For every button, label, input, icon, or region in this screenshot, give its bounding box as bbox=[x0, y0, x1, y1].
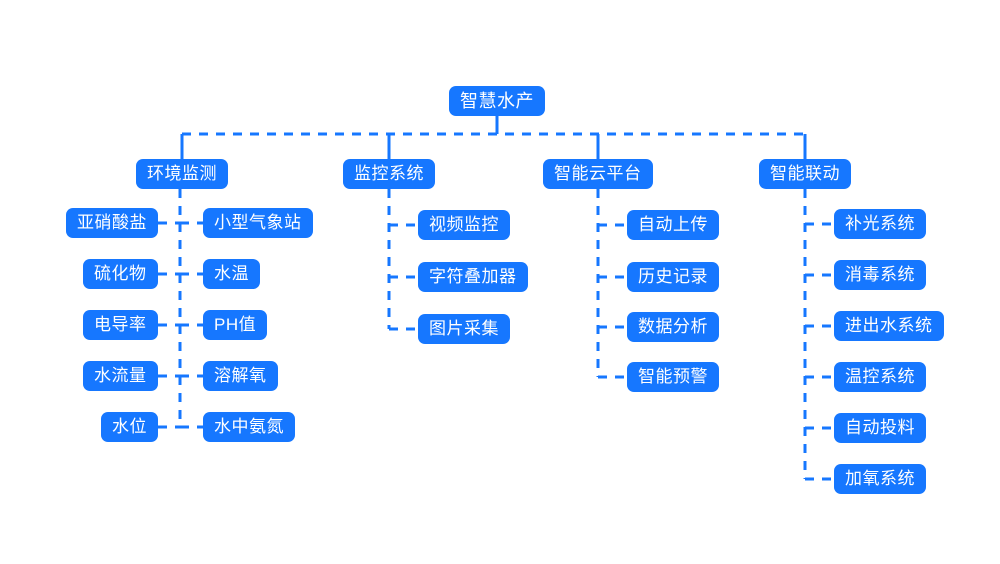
node-branch-0[interactable]: 环境监测 bbox=[136, 159, 228, 189]
node-leaf-0-R0[interactable]: 小型气象站 bbox=[203, 208, 313, 238]
node-leaf-3-0[interactable]: 补光系统 bbox=[834, 209, 926, 239]
node-leaf-3-5[interactable]: 加氧系统 bbox=[834, 464, 926, 494]
node-leaf-2-2[interactable]: 数据分析 bbox=[627, 312, 719, 342]
node-leaf-2-0[interactable]: 自动上传 bbox=[627, 210, 719, 240]
node-leaf-3-1[interactable]: 消毒系统 bbox=[834, 260, 926, 290]
node-branch-2[interactable]: 智能云平台 bbox=[543, 159, 653, 189]
node-leaf-0-R1[interactable]: 水温 bbox=[203, 259, 260, 289]
node-leaf-0-L3[interactable]: 水流量 bbox=[83, 361, 158, 391]
node-leaf-3-3[interactable]: 温控系统 bbox=[834, 362, 926, 392]
node-leaf-2-1[interactable]: 历史记录 bbox=[627, 262, 719, 292]
node-leaf-0-L4[interactable]: 水位 bbox=[101, 412, 158, 442]
node-leaf-0-L1[interactable]: 硫化物 bbox=[83, 259, 158, 289]
node-branch-3[interactable]: 智能联动 bbox=[759, 159, 851, 189]
node-leaf-0-L0[interactable]: 亚硝酸盐 bbox=[66, 208, 158, 238]
node-leaf-2-3[interactable]: 智能预警 bbox=[627, 362, 719, 392]
node-leaf-3-2[interactable]: 进出水系统 bbox=[834, 311, 944, 341]
node-leaf-1-0[interactable]: 视频监控 bbox=[418, 210, 510, 240]
node-leaf-0-R3[interactable]: 溶解氧 bbox=[203, 361, 278, 391]
node-leaf-1-1[interactable]: 字符叠加器 bbox=[418, 262, 528, 292]
node-leaf-0-R4[interactable]: 水中氨氮 bbox=[203, 412, 295, 442]
node-leaf-0-L2[interactable]: 电导率 bbox=[83, 310, 158, 340]
node-leaf-0-R2[interactable]: PH值 bbox=[203, 310, 268, 340]
node-branch-1[interactable]: 监控系统 bbox=[343, 159, 435, 189]
node-leaf-3-4[interactable]: 自动投料 bbox=[834, 413, 926, 443]
node-leaf-1-2[interactable]: 图片采集 bbox=[418, 314, 510, 344]
node-root[interactable]: 智慧水产 bbox=[449, 86, 545, 116]
